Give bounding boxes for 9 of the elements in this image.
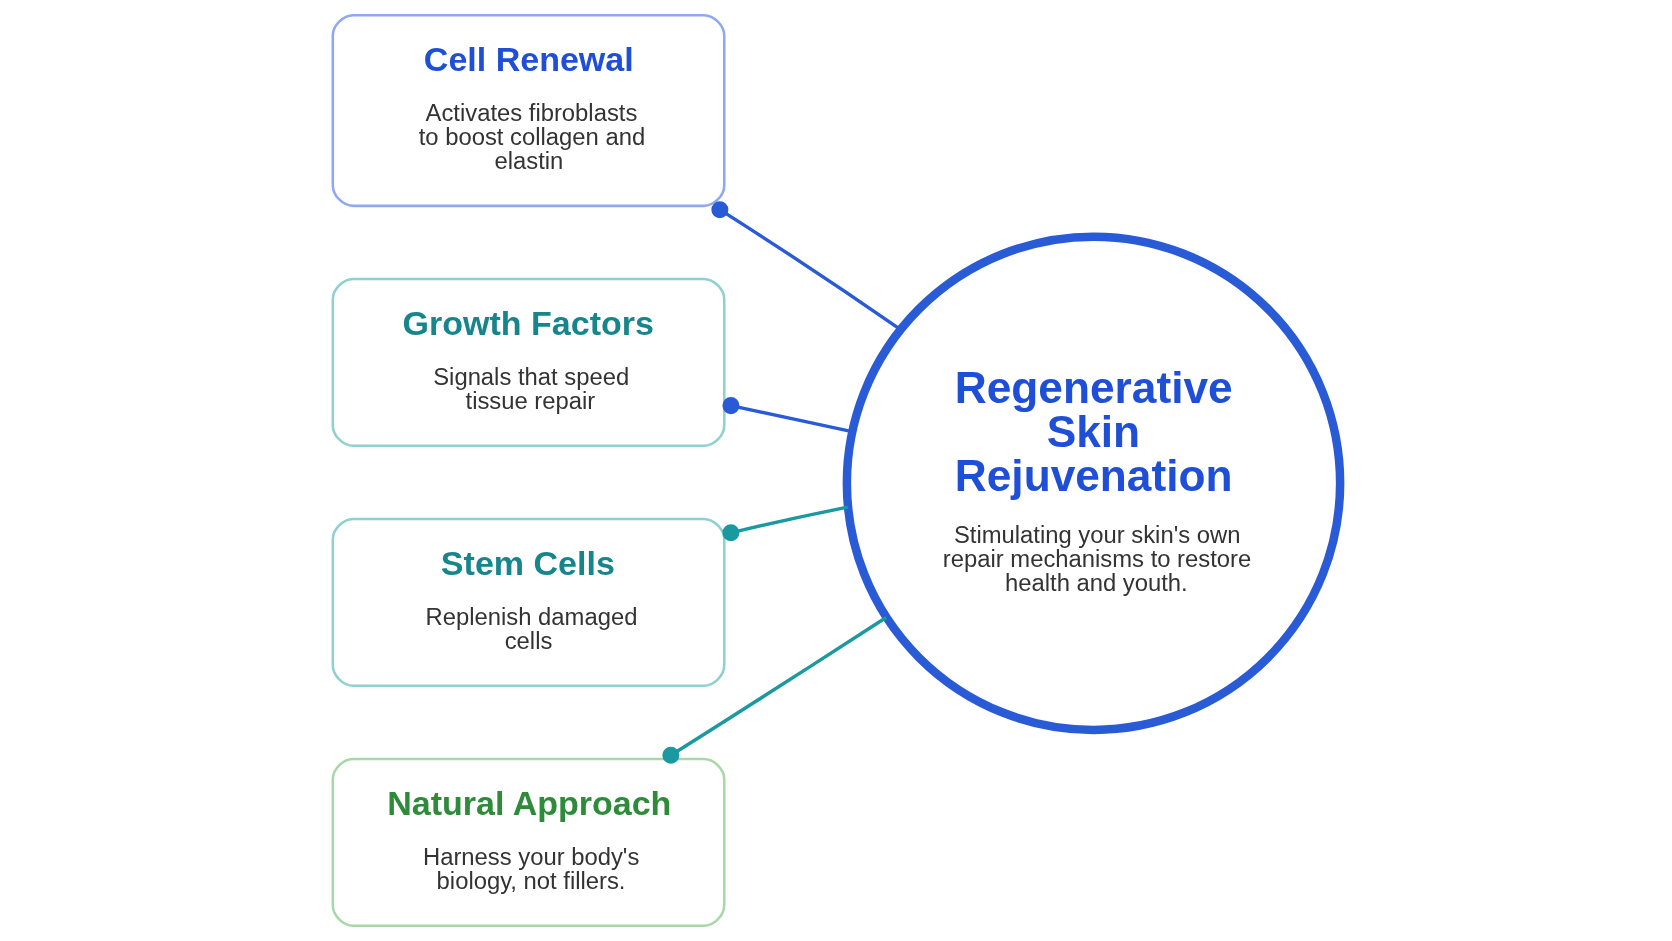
node-box: Cell Renewal Activates fibroblasts to boost collagen and elastin [331,13,726,208]
connector [710,201,901,331]
node-box: Natural Approach Harness your body's biology, not fillers. [331,757,726,928]
connector [721,397,852,434]
node-circle: Regenerative Skin Rejuvenation Stimulating your skin's own repair mechanisms to restore health and youth. [842,232,1344,735]
connector [721,505,848,542]
node-box: Stem Cells Replenish damaged cells [331,517,726,688]
connector [661,616,887,764]
node-box: Growth Factors Signals that speed tissue repair [331,277,726,448]
